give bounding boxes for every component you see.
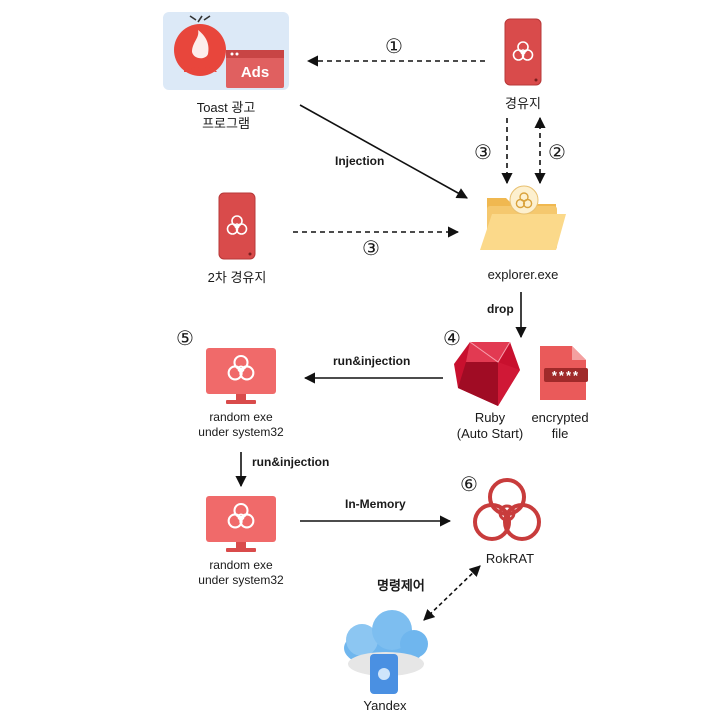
edge-label-injection: Injection (335, 154, 385, 168)
exploit-badge: Exploit (183, 64, 217, 75)
random-exe-1-label-line2: under system32 (198, 425, 284, 439)
step-6-marker: ⑥ (460, 472, 478, 496)
edge-label-run-injection-1: run&injection (333, 354, 411, 368)
arrow-c2 (423, 565, 481, 621)
edge-label-drop: drop (487, 302, 514, 316)
step-3-marker-relay: ③ (474, 140, 492, 164)
random-exe-2-label-line1: random exe (209, 558, 273, 572)
step-3-marker-secondary: ③ (362, 236, 380, 260)
encrypted-file-label-line1: encrypted (531, 410, 589, 425)
step-5-marker: ⑤ (176, 326, 194, 350)
encrypted-file-label-line2: file (551, 426, 569, 441)
encrypted-mask: **** (551, 368, 581, 383)
ads-badge: Ads (240, 64, 270, 81)
random-exe-monitor-icon-1 (206, 348, 276, 404)
step-2-marker: ② (548, 140, 566, 164)
toast-label-line1: Toast 광고 (196, 100, 256, 115)
toast-label-line2: 프로그램 (202, 116, 250, 131)
rokrat-biohazard-icon (473, 478, 541, 541)
edge-label-in-memory: In-Memory (345, 497, 406, 511)
rokrat-label: RokRAT (485, 551, 535, 566)
random-exe-1-label-line1: random exe (209, 410, 273, 424)
ruby-gem-icon (454, 341, 520, 406)
yandex-cloud-icon (344, 610, 428, 694)
toast-ad-program-icon (163, 12, 289, 90)
secondary-relay-label: 2차 경유지 (207, 270, 267, 285)
step-1-marker: ① (385, 34, 403, 58)
arrow-injection (299, 104, 468, 199)
ruby-label-line1: Ruby (474, 410, 506, 425)
yandex-label: Yandex (363, 698, 407, 713)
relay-label: 경유지 (505, 96, 541, 111)
step-4-marker: ④ (443, 326, 461, 350)
edge-label-c2: 명령제어 (377, 578, 425, 593)
ruby-label-line2: (Auto Start) (456, 426, 524, 441)
relay-phone-icon (504, 18, 542, 86)
random-exe-monitor-icon-2 (206, 496, 276, 552)
edge-label-run-injection-2: run&injection (252, 455, 330, 469)
random-exe-2-label-line2: under system32 (198, 573, 284, 587)
secondary-relay-phone-icon (218, 192, 256, 260)
explorer-folder-icon (480, 185, 566, 250)
encrypted-file-icon (540, 346, 588, 400)
explorer-label: explorer.exe (487, 267, 559, 282)
